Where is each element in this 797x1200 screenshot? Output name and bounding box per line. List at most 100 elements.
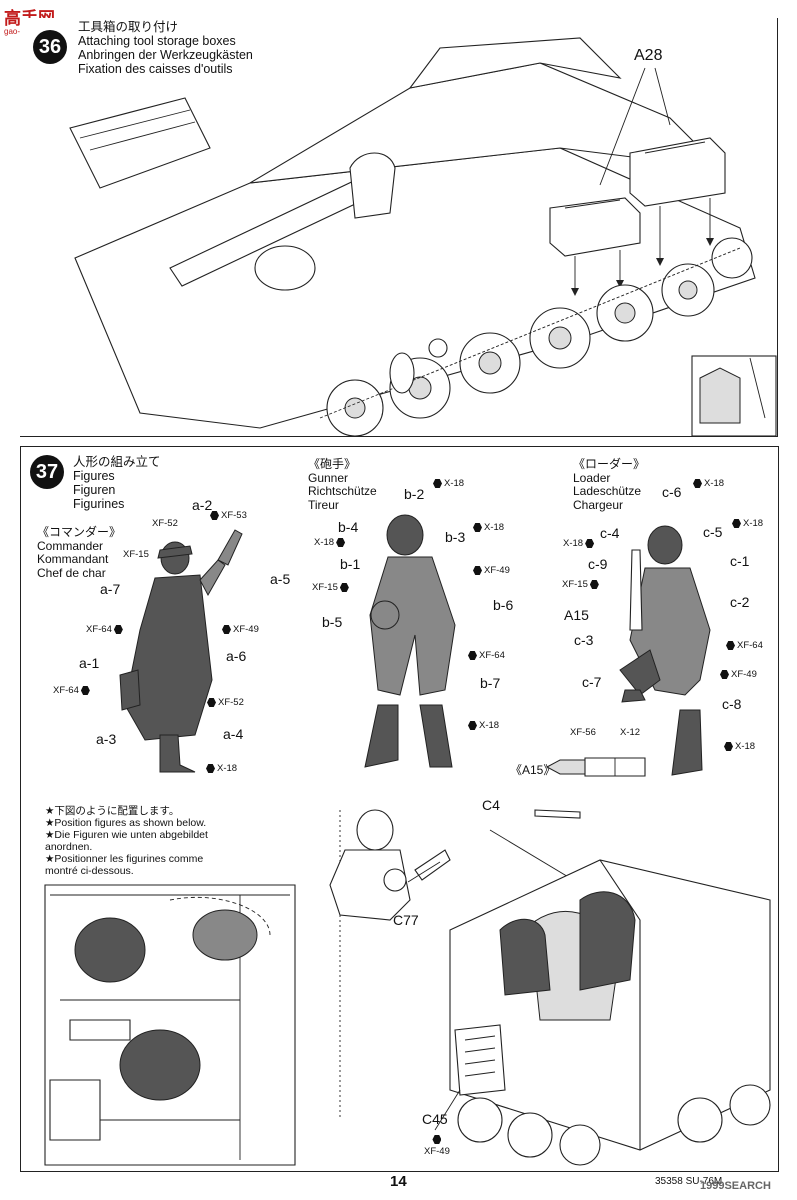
commander-paint-xf49: XF-49 [222, 624, 259, 635]
paint-hex-icon [585, 539, 595, 548]
paint-code: XF-52 [152, 518, 178, 529]
gunner-fr: Tireur [308, 497, 339, 512]
paint-code: XF-56 [570, 727, 596, 738]
paint-code: XF-64 [53, 685, 79, 696]
paint-code: X-18 [217, 763, 238, 774]
note-jp: ★下図のように配置します。 [45, 805, 180, 817]
gunner-part-b1: b-1 [340, 556, 361, 572]
commander-jp: 《コマンダー》 [37, 525, 122, 539]
shell-paint-x12: X-12 [620, 727, 640, 738]
paint-hex-icon [336, 538, 346, 547]
commander-figure [119, 529, 243, 773]
commander-part-a2: a-2 [192, 497, 213, 513]
assembly-part-c4: C4 [482, 797, 500, 813]
commander-paint-x18: X-18 [206, 763, 237, 774]
commander-fr: Chef de char [37, 565, 106, 580]
paint-hex-icon [726, 641, 735, 650]
commander-paint-xf53: XF-53 [210, 510, 247, 521]
loader-figure [619, 525, 711, 776]
paint-code: X-18 [704, 478, 725, 489]
paint-code: XF-53 [221, 510, 247, 521]
loader-paint-xf15: XF-15 [562, 579, 599, 590]
loader-part-a15: A15 [564, 607, 589, 623]
paint-code: XF-15 [562, 579, 588, 590]
paint-hex-icon [589, 580, 599, 589]
loader-part-c8: c-8 [722, 696, 742, 712]
gunner-figure [364, 514, 456, 768]
assembly-view [329, 809, 771, 1166]
paint-code: XF-64 [737, 640, 763, 651]
commander-part-a7: a-7 [100, 581, 121, 597]
step37-title-jp: 人形の組み立て [73, 455, 161, 469]
paint-code: X-18 [444, 478, 465, 489]
paint-hex-icon [724, 742, 733, 751]
gunner-paint-x18c: X-18 [473, 522, 504, 533]
gunner-part-b7: b-7 [480, 675, 501, 691]
step37-titles: 人形の組み立て Figures Figuren Figurines [73, 455, 161, 511]
loader-paint-x18d: X-18 [724, 741, 755, 752]
gunner-paint-xf49: XF-49 [473, 565, 510, 576]
commander-part-a1: a-1 [79, 655, 100, 671]
paint-hex-icon [468, 721, 477, 730]
commander-paint-xf15: XF-15 [123, 549, 149, 560]
commander-part-a6: a-6 [226, 648, 247, 664]
gunner-heading: 《砲手》 Gunner Richtschütze Tireur [308, 457, 377, 512]
gunner-paint-x18d: X-18 [468, 720, 499, 731]
loader-part-c1: c-1 [730, 553, 750, 569]
commander-de: Kommandant [37, 552, 109, 566]
commander-part-a5: a-5 [270, 571, 291, 587]
part-a28-leader [599, 67, 671, 186]
paint-code: X-18 [743, 518, 764, 529]
gunner-part-b6: b-6 [493, 597, 514, 613]
paint-hex-icon [720, 670, 729, 679]
footer-code: 35358 SU-76M [655, 1176, 723, 1187]
paint-hex-icon [693, 479, 702, 488]
paint-code: X-18 [484, 522, 505, 533]
footer-stamp: 1999SEARCH [700, 1180, 771, 1192]
loader-jp: 《ローダー》 [573, 457, 646, 471]
paint-hex-icon [113, 625, 123, 634]
shell-label: 《A15》 [510, 763, 556, 777]
gunner-en: Gunner [308, 470, 349, 485]
step36-titles: 工具箱の取り付け Attaching tool storage boxes An… [78, 20, 253, 76]
loader-paint-x18c: X-18 [732, 518, 763, 529]
position-note: ★下図のように配置します。 ★Position figures as shown… [45, 805, 225, 877]
loader-paint-x18: X-18 [693, 478, 724, 489]
part-label-a28: A28 [634, 47, 663, 64]
paint-hex-icon [206, 764, 215, 773]
commander-en: Commander [37, 538, 104, 553]
paint-code: XF-49 [484, 565, 510, 576]
gunner-de: Richtschütze [308, 484, 377, 498]
paint-hex-icon [339, 583, 349, 592]
paint-code: X-18 [314, 537, 335, 548]
paint-code: X-12 [620, 727, 641, 738]
step36-title-en: Attaching tool storage boxes [78, 34, 236, 48]
commander-paint-xf64b: XF-64 [53, 685, 90, 696]
commander-paint-xf52b: XF-52 [207, 697, 244, 708]
step37-number: 37 [30, 455, 64, 489]
paint-hex-icon [210, 511, 219, 520]
gunner-part-b5: b-5 [322, 614, 343, 630]
step36-title-jp: 工具箱の取り付け [78, 20, 179, 34]
step37-title-en: Figures [73, 469, 115, 483]
paint-code: XF-49 [233, 624, 259, 635]
paint-hex-icon [732, 519, 741, 528]
loader-de: Ladeschütze [573, 484, 642, 498]
gunner-jp: 《砲手》 [308, 457, 357, 471]
note-de: ★Die Figuren wie unten abgebildet anordn… [45, 829, 208, 853]
assembly-part-c77: C77 [393, 912, 419, 928]
note-en: ★Position figures as shown below. [45, 817, 207, 829]
commander-paint-xf64: XF-64 [86, 624, 123, 635]
paint-code: XF-64 [479, 650, 505, 661]
loader-part-c2: c-2 [730, 594, 750, 610]
loader-heading: 《ローダー》 Loader Ladeschütze Chargeur [573, 457, 646, 512]
page-number: 14 [390, 1173, 407, 1190]
commander-paint-xf52: XF-52 [152, 518, 178, 529]
top-view-figures [44, 884, 296, 1166]
loader-part-c3: c-3 [574, 632, 594, 648]
shell-paint-xf56: XF-56 [570, 727, 596, 738]
gunner-paint-x18b: X-18 [314, 537, 346, 548]
tank-drawing-step36 [69, 37, 777, 437]
gunner-part-b2: b-2 [404, 486, 425, 502]
note-fr: ★Positionner les figurines comme montré … [45, 853, 204, 877]
